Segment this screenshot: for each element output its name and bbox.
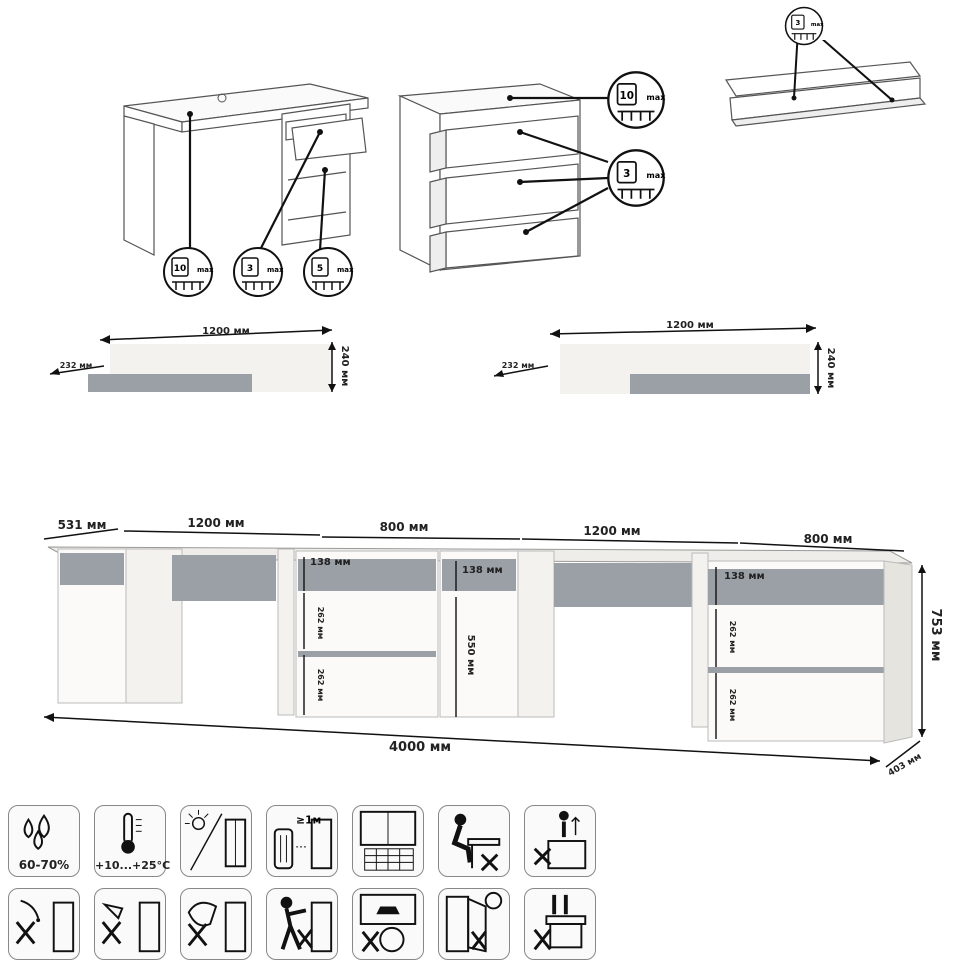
dim-top-2: 800 мм [380,520,429,534]
dim-drawer-0: 138 мм [310,557,351,568]
distance-heater-icon: ≥1м [266,805,338,877]
dim-drawer-1: 262 мм [316,607,325,640]
wall-shelf-load-diagram [724,40,927,127]
no-hanging-on-door-icon [438,888,510,960]
no-climbing-icon [524,805,596,877]
desk-load-diagram [123,83,369,256]
dim-total-width: 4000 мм [389,740,451,755]
no-abrasive-cleaning-icon [180,888,252,960]
distance-label: ≥1м [296,814,321,827]
shelf-left-dimensions: 1200 мм 232 мм 240 мм [49,326,350,392]
shelf-height-label: 240 мм [825,348,836,389]
temperature-icon: +10...+25°C [94,805,170,877]
badge-max: max [337,266,354,274]
badge-max: max [646,171,666,180]
dim-depth: 403 мм [887,752,924,775]
badge-max: max [267,266,284,274]
dim-top-0: 531 мм [58,518,107,532]
shelf-depth-label: 232 мм [60,361,93,370]
no-wet-cleaning-icon [8,888,80,960]
dim-drawer-7: 262 мм [728,689,737,722]
load-badge-chest-drawers: 3 max [606,148,666,208]
badge-max: max [646,93,666,102]
dim-drawer-4: 550 мм [465,635,476,676]
humidity-icon: 60-70% [8,805,80,877]
temperature-label: +10...+25 [95,859,157,872]
assembly-dimensions-diagram: 531 мм 1200 мм 800 мм 1200 мм 800 мм 138… [43,516,943,775]
dim-top-4: 800 мм [804,532,853,546]
dim-drawer-3: 138 мм [462,565,503,576]
dim-drawer-6: 262 мм [728,621,737,654]
dim-drawer-2: 262 мм [316,669,325,702]
no-pushing-icon [266,888,338,960]
chest-load-diagram [397,83,609,273]
no-dragging-icon [524,888,596,960]
badge-max: max [197,266,214,274]
no-heavy-weight-icon [352,888,424,960]
dim-height: 753 мм [928,609,943,662]
ventilation-icon [352,805,424,877]
load-badge-desk-top: 10 max [162,246,214,298]
dim-drawer-5: 138 мм [724,571,765,582]
load-badge-wall-shelf: 3 max [784,6,824,46]
badge-value: 3 [623,168,630,180]
shelf-height-label: 240 мм [339,346,350,387]
badge-max: max [811,22,824,28]
no-spraying-icon [94,888,166,960]
badge-value: 5 [317,264,323,274]
dim-top-3: 1200 мм [583,524,640,538]
badge-value: 10 [174,264,187,274]
load-badge-desk-shelf: 5 max [302,246,354,298]
badge-value: 3 [795,19,800,27]
shelf-right-dimensions: 1200 мм 232 мм 240 мм [493,320,836,394]
shelf-depth-label: 232 мм [502,361,535,370]
load-badge-desk-drawer: 3 max [232,246,284,298]
humidity-label: 60-70% [18,858,70,872]
badge-value: 3 [247,264,253,274]
badge-value: 10 [620,90,634,102]
no-sitting-icon [438,805,510,877]
shelf-width-label: 1200 мм [666,320,714,331]
no-direct-sun-icon [180,805,252,877]
dim-top-1: 1200 мм [187,516,244,530]
temperature-unit: °C [156,859,171,872]
load-badge-chest-top: 10 max [606,70,666,130]
shelf-width-label: 1200 мм [202,326,250,337]
